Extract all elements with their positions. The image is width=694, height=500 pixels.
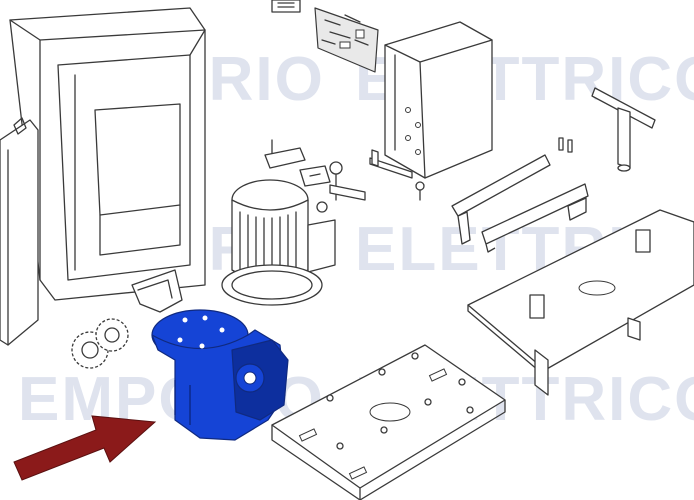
- electric-motor-icon: [221, 179, 336, 306]
- release-key-icon: [591, 87, 656, 172]
- gear-cover-icon: [131, 269, 183, 313]
- red-arrow-icon: [13, 415, 157, 481]
- connector-icon: [271, 0, 301, 13]
- pins-icon: [558, 137, 573, 153]
- base-plate-icon: [271, 344, 506, 500]
- gearbox-highlight: [151, 309, 289, 441]
- bracket-icon: [329, 149, 425, 201]
- foundation-plate-icon: [467, 209, 694, 396]
- limit-switch-icon: [264, 139, 331, 213]
- electrical-box-icon: [384, 21, 493, 179]
- gear-pair-icon: [71, 318, 129, 369]
- housing-cover-icon: [9, 7, 206, 301]
- side-panel-icon: [0, 117, 39, 346]
- mounting-rails-icon: [451, 154, 589, 253]
- control-board-icon: [314, 7, 379, 73]
